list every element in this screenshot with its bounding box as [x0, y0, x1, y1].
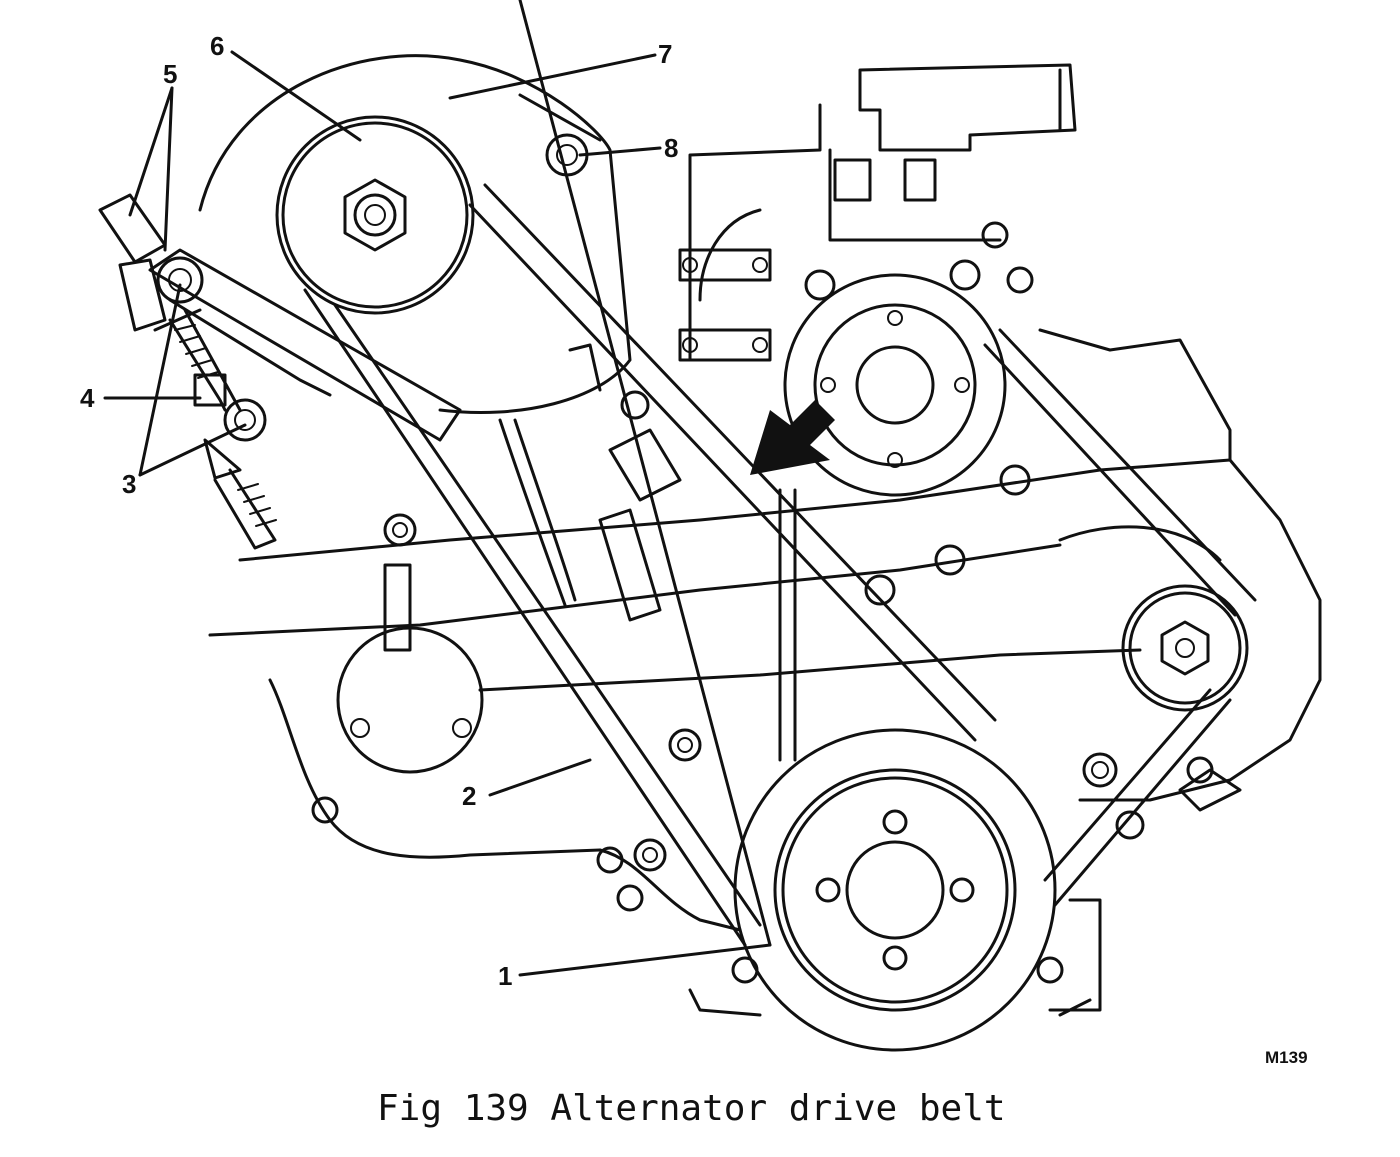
- callout-4: 4: [80, 383, 95, 413]
- callout-6: 6: [210, 31, 224, 61]
- callout-7: 7: [658, 39, 672, 69]
- thermostat-housing: [678, 63, 1077, 362]
- leader-lines: [103, 0, 772, 977]
- water-pump-pulley: [783, 273, 1007, 497]
- engine-block: [208, 221, 1322, 1017]
- callout-2: 2: [462, 781, 476, 811]
- callout-labels: 1 2 3 4 5 6 7 8: [80, 31, 678, 991]
- alternator: [148, 54, 632, 442]
- rotation-arrow-icon: [750, 400, 835, 475]
- drive-belt: [303, 183, 1257, 947]
- idler-pulley: [1121, 584, 1249, 712]
- callout-5: 5: [163, 59, 177, 89]
- callout-8: 8: [664, 133, 678, 163]
- callout-3: 3: [122, 469, 136, 499]
- figure-caption: Fig 139 Alternator drive belt: [377, 1088, 1006, 1129]
- figure-code: M139: [1265, 1048, 1308, 1067]
- callout-1: 1: [498, 961, 512, 991]
- crankshaft-pulley: [733, 728, 1057, 1052]
- adjuster-assembly: [98, 193, 277, 550]
